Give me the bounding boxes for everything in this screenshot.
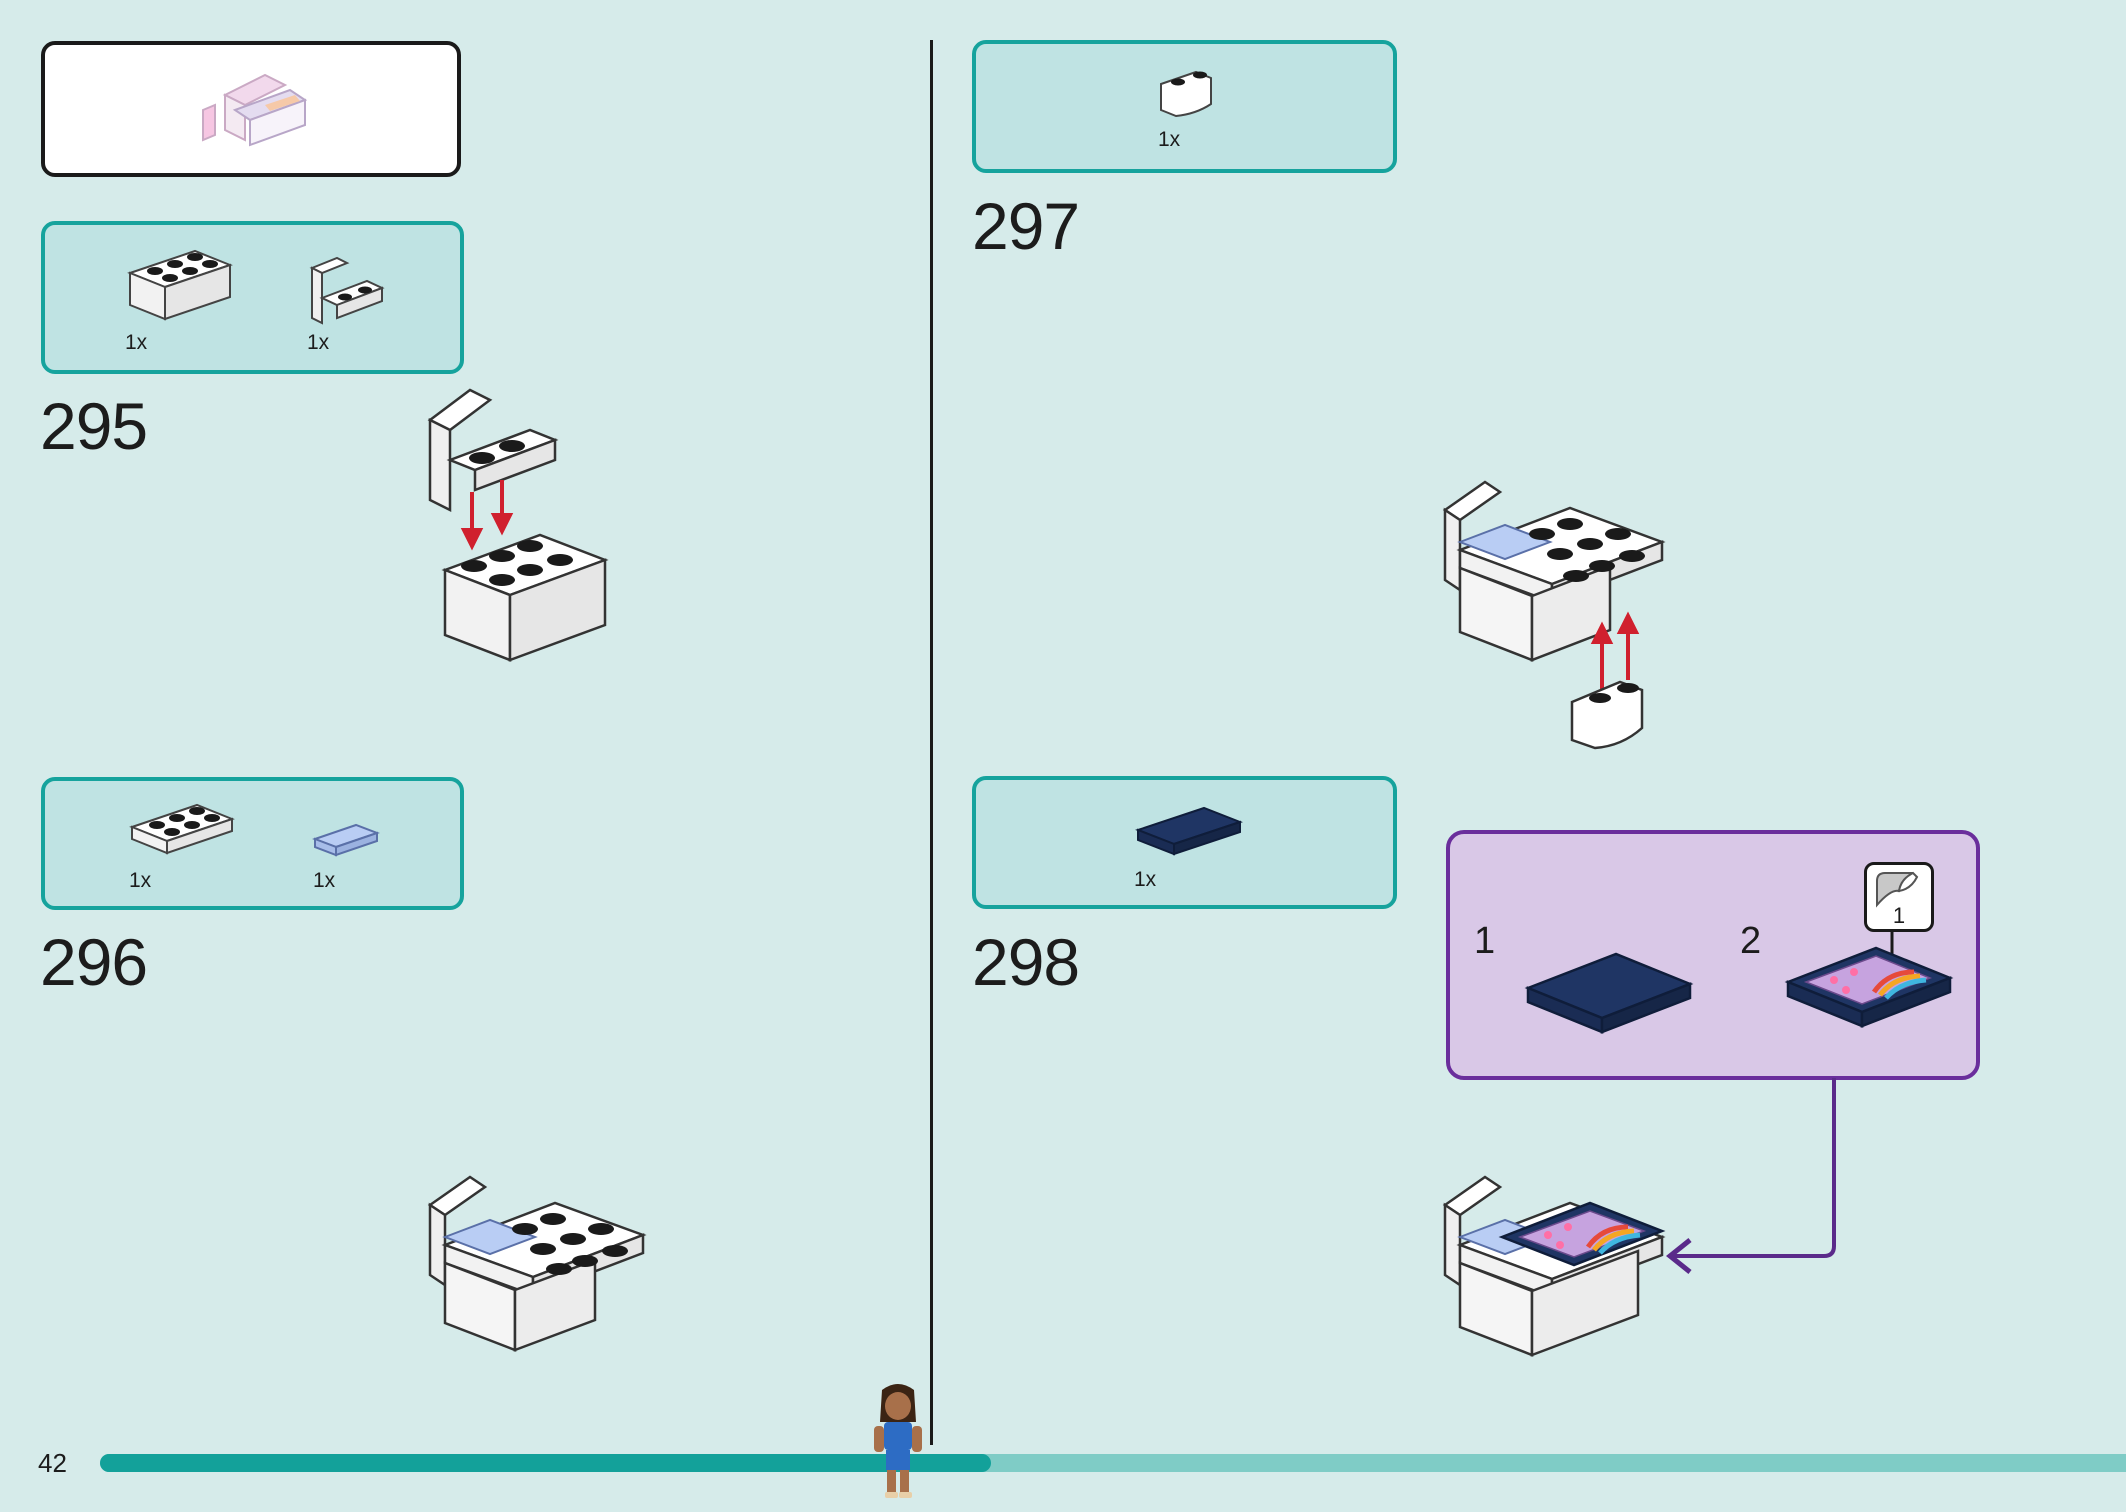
progress-bar-fill	[100, 1454, 991, 1472]
white-plate-2x3-icon	[129, 803, 235, 855]
model-preview-box	[41, 41, 461, 177]
part-quantity: 1x	[313, 869, 336, 892]
step-number: 295	[40, 389, 148, 463]
substep-number: 1	[1474, 920, 1496, 962]
substep-number: 2	[1740, 920, 1762, 962]
parts-callout-297: 1x	[972, 40, 1397, 173]
sticker-number: 1	[1892, 903, 1906, 928]
page-number: 42	[38, 1448, 67, 1478]
white-brick-2x3-icon	[127, 249, 233, 321]
bed-preview-icon	[202, 73, 308, 147]
part-quantity: 1x	[1134, 868, 1157, 891]
minifigure-icon	[874, 1384, 922, 1498]
white-round-brick-icon	[1160, 70, 1212, 118]
assembly-diagram-298	[1442, 1175, 1666, 1357]
white-bracket-icon	[309, 256, 385, 325]
parts-callout-296: 1x 1x	[41, 777, 464, 910]
light-blue-tile-icon	[312, 823, 380, 857]
part-quantity: 1x	[307, 331, 330, 354]
step-number: 297	[972, 189, 1080, 263]
stickered-tile-icon	[1784, 932, 1954, 1028]
assembly-diagram-296	[427, 1175, 647, 1352]
parts-callout-295: 1x 1x	[41, 221, 464, 374]
part-quantity: 1x	[1158, 128, 1181, 151]
sticker-icon	[1876, 871, 1919, 908]
assembly-diagram-295	[427, 388, 609, 662]
dark-blue-tile-icon	[1524, 952, 1694, 1034]
subassembly-callout: 1 2 1	[1446, 830, 1980, 1080]
sticker-tag: 1	[1864, 862, 1934, 932]
step-number: 298	[972, 925, 1080, 999]
part-quantity: 1x	[129, 869, 152, 892]
dark-blue-tile-icon	[1135, 806, 1243, 856]
step-number: 296	[40, 925, 148, 999]
part-quantity: 1x	[125, 331, 148, 354]
page-divider	[930, 40, 933, 1445]
parts-callout-298: 1x	[972, 776, 1397, 909]
subassembly-connector-arrow	[1665, 1078, 1836, 1274]
assembly-diagram-297	[1442, 480, 1666, 750]
